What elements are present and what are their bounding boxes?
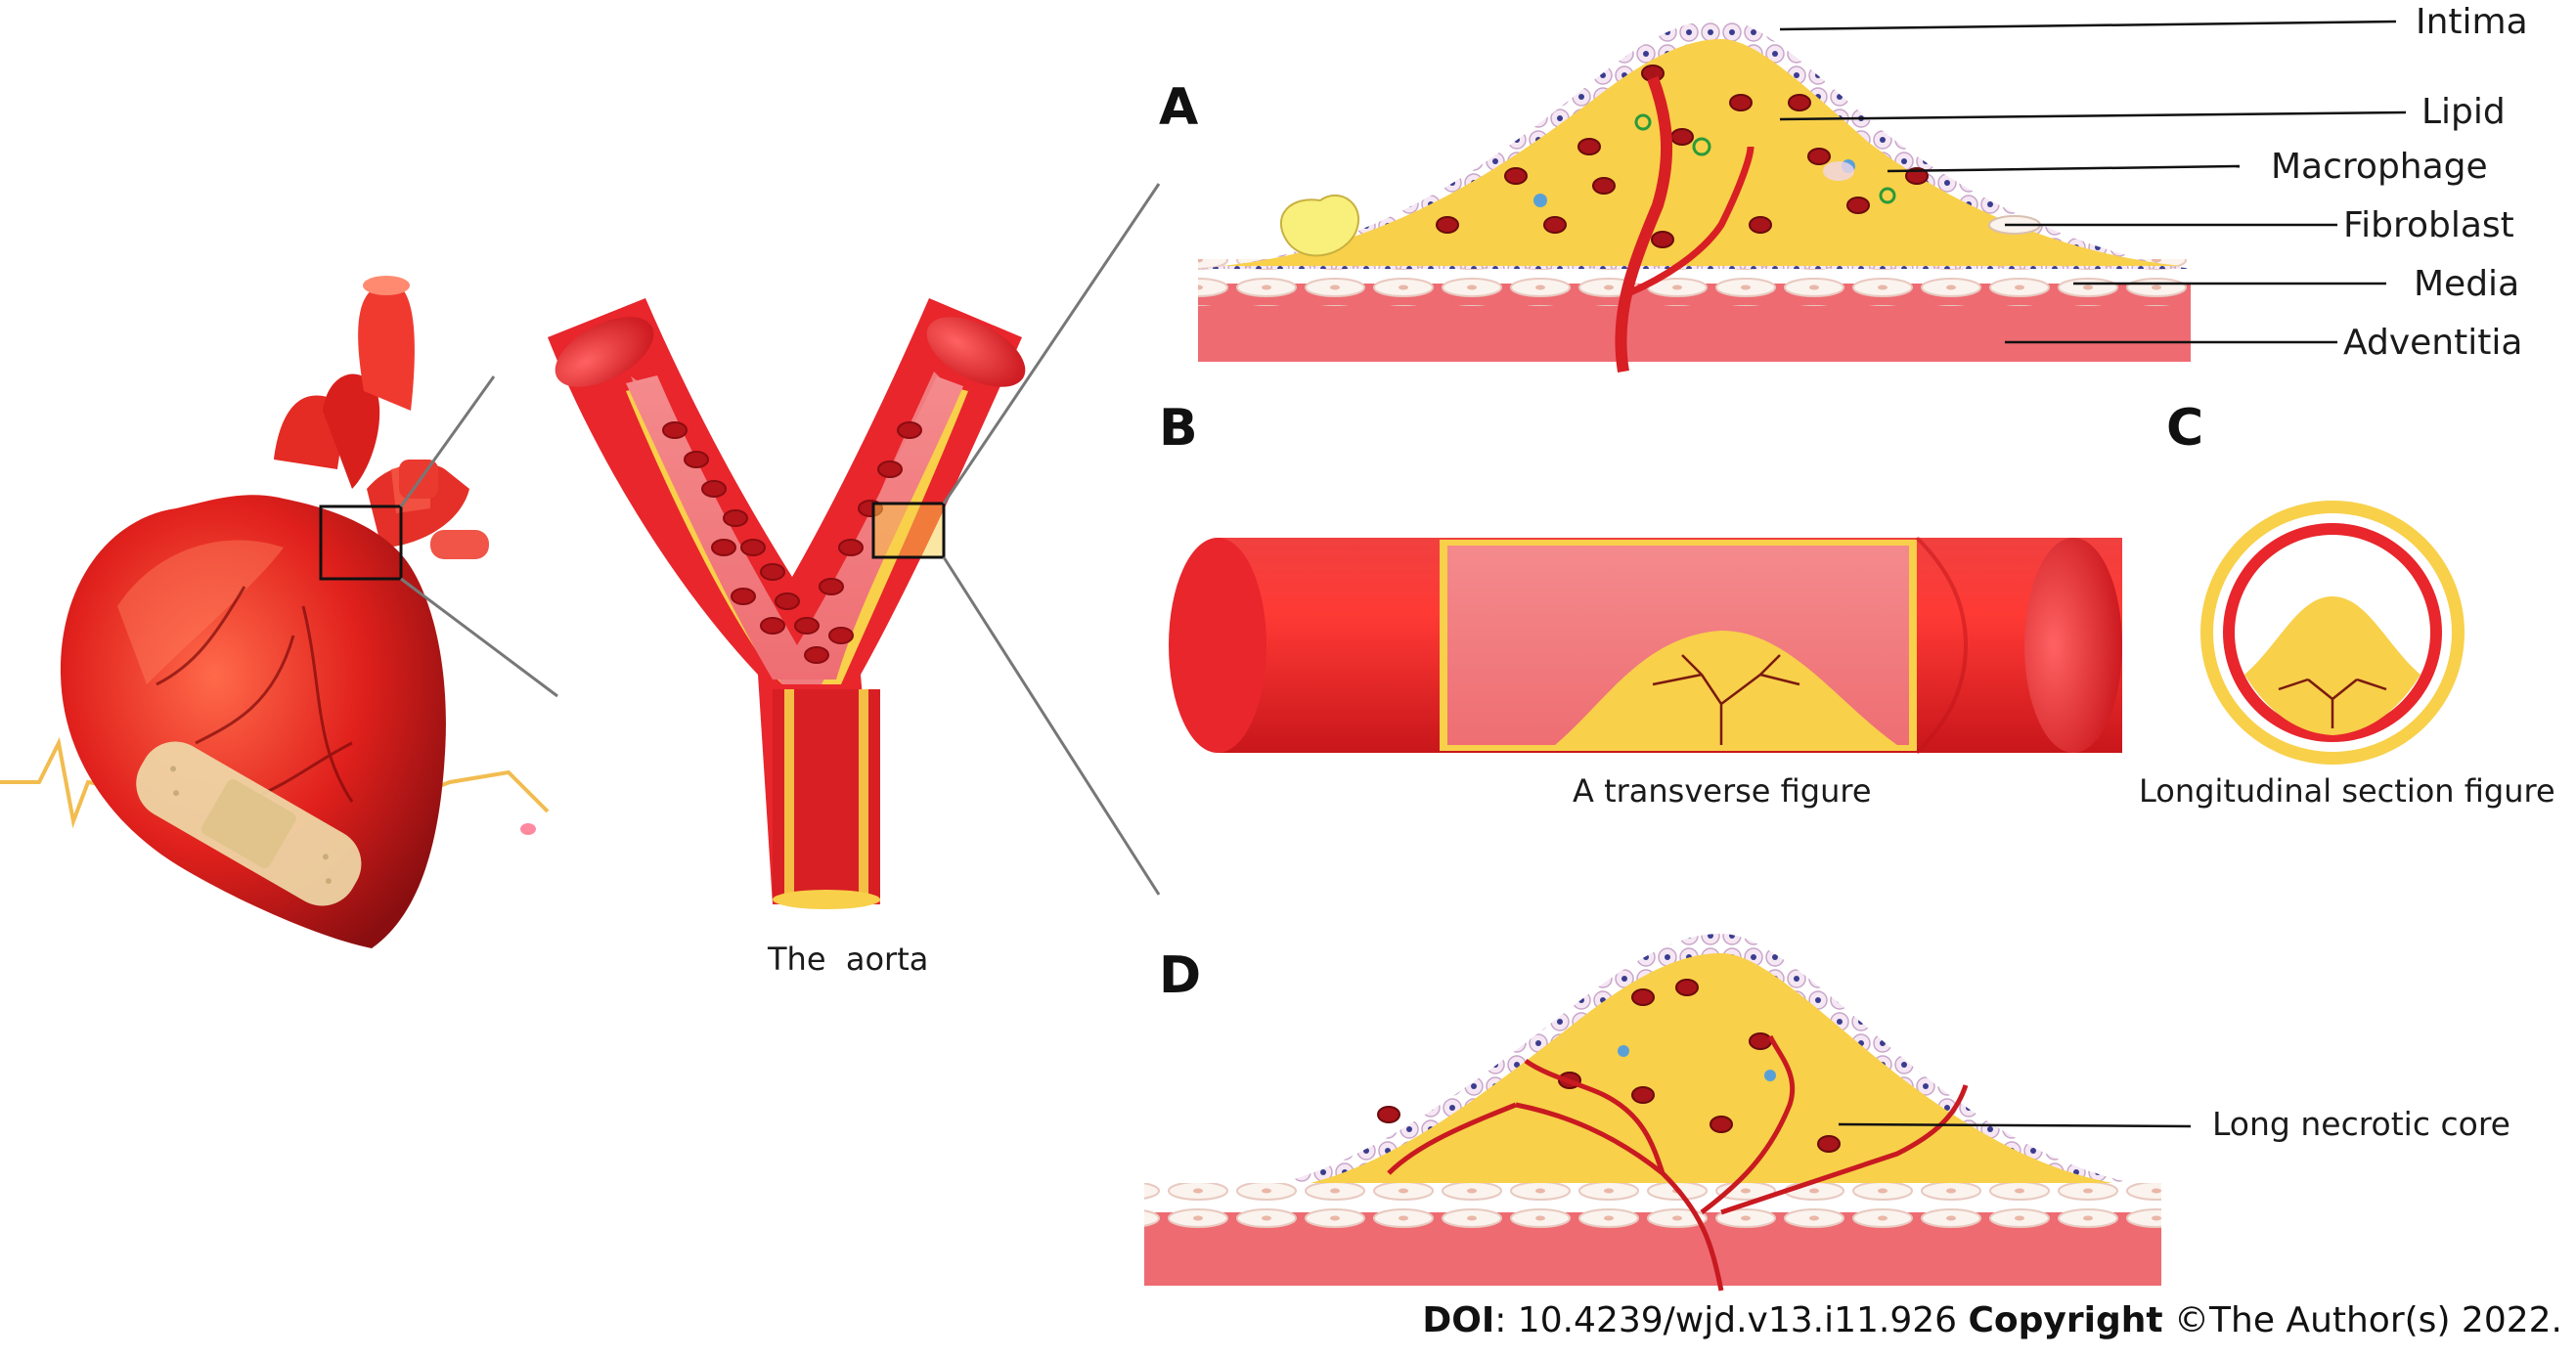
label-media: Media (2414, 264, 2520, 304)
panel-a-plaque (1198, 20, 2191, 373)
aorta-zoom-box (871, 502, 946, 559)
panel-b-transverse (1169, 536, 2122, 755)
panel-label-d: D (1159, 946, 1202, 1005)
label-intima: Intima (2416, 2, 2528, 42)
heart-zoom-box (319, 504, 403, 581)
label-necrotic-core: Long necrotic core (2212, 1105, 2510, 1143)
doi-footer: DOI: 10.4239/wjd.v13.i11.926 Copyright ©… (1422, 1300, 2562, 1340)
caption-transverse: A transverse figure (1573, 772, 1872, 810)
copyright-value: ©The Author(s) 2022. (2162, 1300, 2562, 1340)
copyright-label: Copyright (1968, 1300, 2163, 1340)
panel-label-c: C (2166, 399, 2204, 458)
label-adventitia: Adventitia (2343, 323, 2523, 363)
label-fibroblast: Fibroblast (2343, 205, 2514, 245)
doi-value: : 10.4239/wjd.v13.i11.926 (1494, 1300, 1969, 1340)
bandage-icon (136, 741, 362, 906)
heart-illustration (0, 276, 550, 948)
aorta-illustration (548, 298, 1026, 909)
panel-c-longitudinal (2200, 501, 2465, 765)
caption-aorta: The aorta (768, 941, 929, 978)
panel-a-leaders (1779, 20, 2407, 344)
panel-d-plaque (1144, 934, 2161, 1292)
doi-label: DOI (1422, 1300, 1495, 1340)
label-lipid: Lipid (2421, 92, 2506, 132)
caption-longitudinal: Longitudinal section figure (2139, 772, 2555, 810)
panel-label-a: A (1159, 78, 1199, 137)
panel-label-b: B (1159, 399, 1198, 458)
label-macrophage: Macrophage (2271, 147, 2488, 187)
